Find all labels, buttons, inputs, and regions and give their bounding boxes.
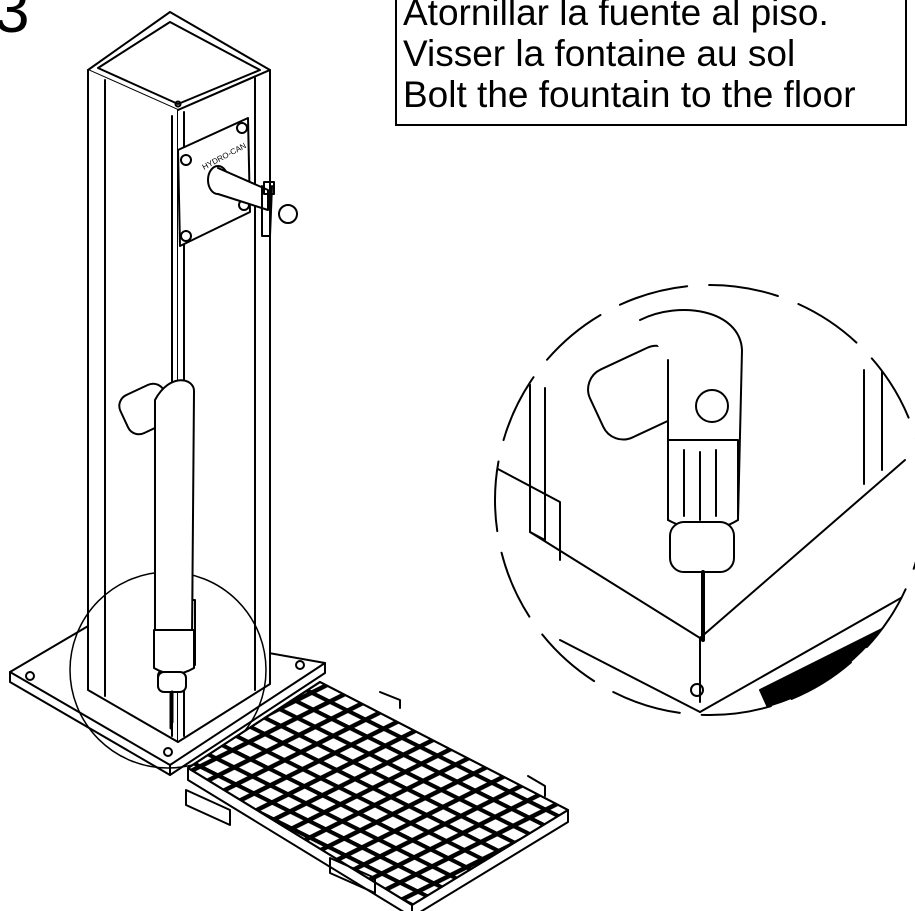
caption-spanish: Atornillar la fuente al piso. — [403, 0, 829, 33]
caption-english: Bolt the fountain to the floor — [403, 74, 856, 115]
tap-mount-plate — [177, 117, 298, 247]
drain-grate — [185, 681, 569, 911]
zoom-detail-circle — [494, 284, 915, 716]
caption-french: Visser la fontaine au sol — [403, 33, 796, 74]
small-detail-bolt — [118, 379, 196, 724]
step-number: 3 — [0, 0, 30, 46]
instruction-caption: Atornillar la fuente al piso. Visser la … — [395, 0, 907, 126]
